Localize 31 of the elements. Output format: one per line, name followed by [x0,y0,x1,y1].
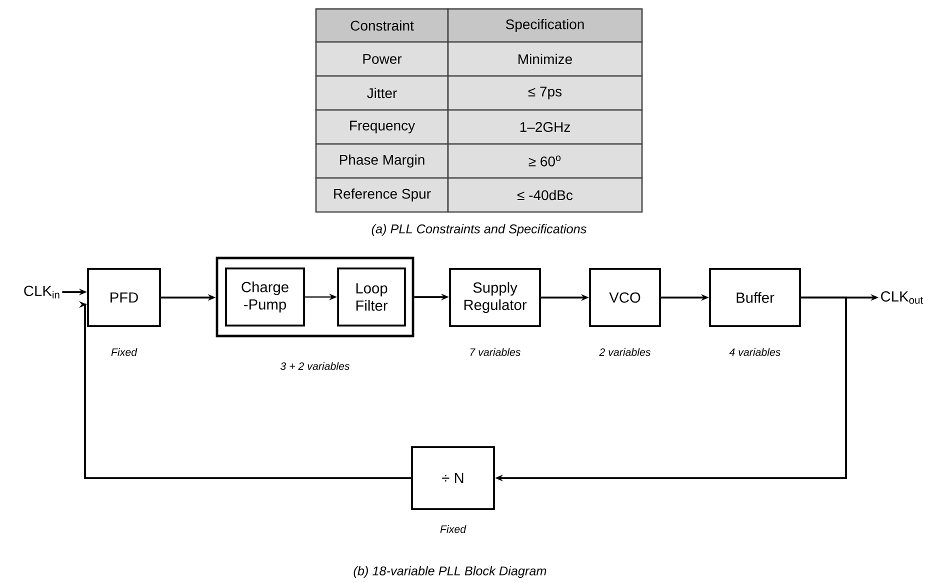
block-box: Charge -Pump [225,268,305,326]
annotation: Fixed [111,348,138,356]
block-box: Loop Filter [337,268,406,326]
caption: (a) PLL Constraints and Specifications [372,224,586,236]
table-cell: 1–2GHz [447,109,643,145]
table-cell: Phase Margin [315,143,449,179]
table-cell: Minimize [447,41,643,77]
table-cell: Jitter [315,75,449,111]
signal-label: CLK$_{out}$ [881,291,923,304]
block-box: ÷ N [411,446,495,510]
table-cell: Power [315,41,449,77]
annotation: Fixed [440,525,466,533]
table-cell: ≤ 7ps [447,75,643,111]
annotation: 7 variables [470,348,521,356]
block-box: PFD [87,268,161,327]
table-cell: Reference Spur [315,177,449,213]
table-header-cell: Specification [447,8,643,43]
block-box: Supply Regulator [449,268,541,327]
arrow [78,301,412,479]
block-box: VCO [589,268,661,327]
table-cell: Frequency [315,109,449,145]
annotation: 3 + 2 variables [280,362,350,370]
annotation: 4 variables [729,348,781,356]
table-cell: ≤ -40dBc [447,177,643,213]
table-header-cell: Constraint [315,8,449,43]
group-box [216,256,414,338]
table-cell: ≥ 60$^{o}$ [447,143,643,179]
caption: (b) 18-variable PLL Block Diagram [354,566,546,578]
annotation: 2 variables [599,348,651,356]
block-box: Buffer [709,268,801,327]
signal-label: CLK$_{in}$ [24,286,60,298]
